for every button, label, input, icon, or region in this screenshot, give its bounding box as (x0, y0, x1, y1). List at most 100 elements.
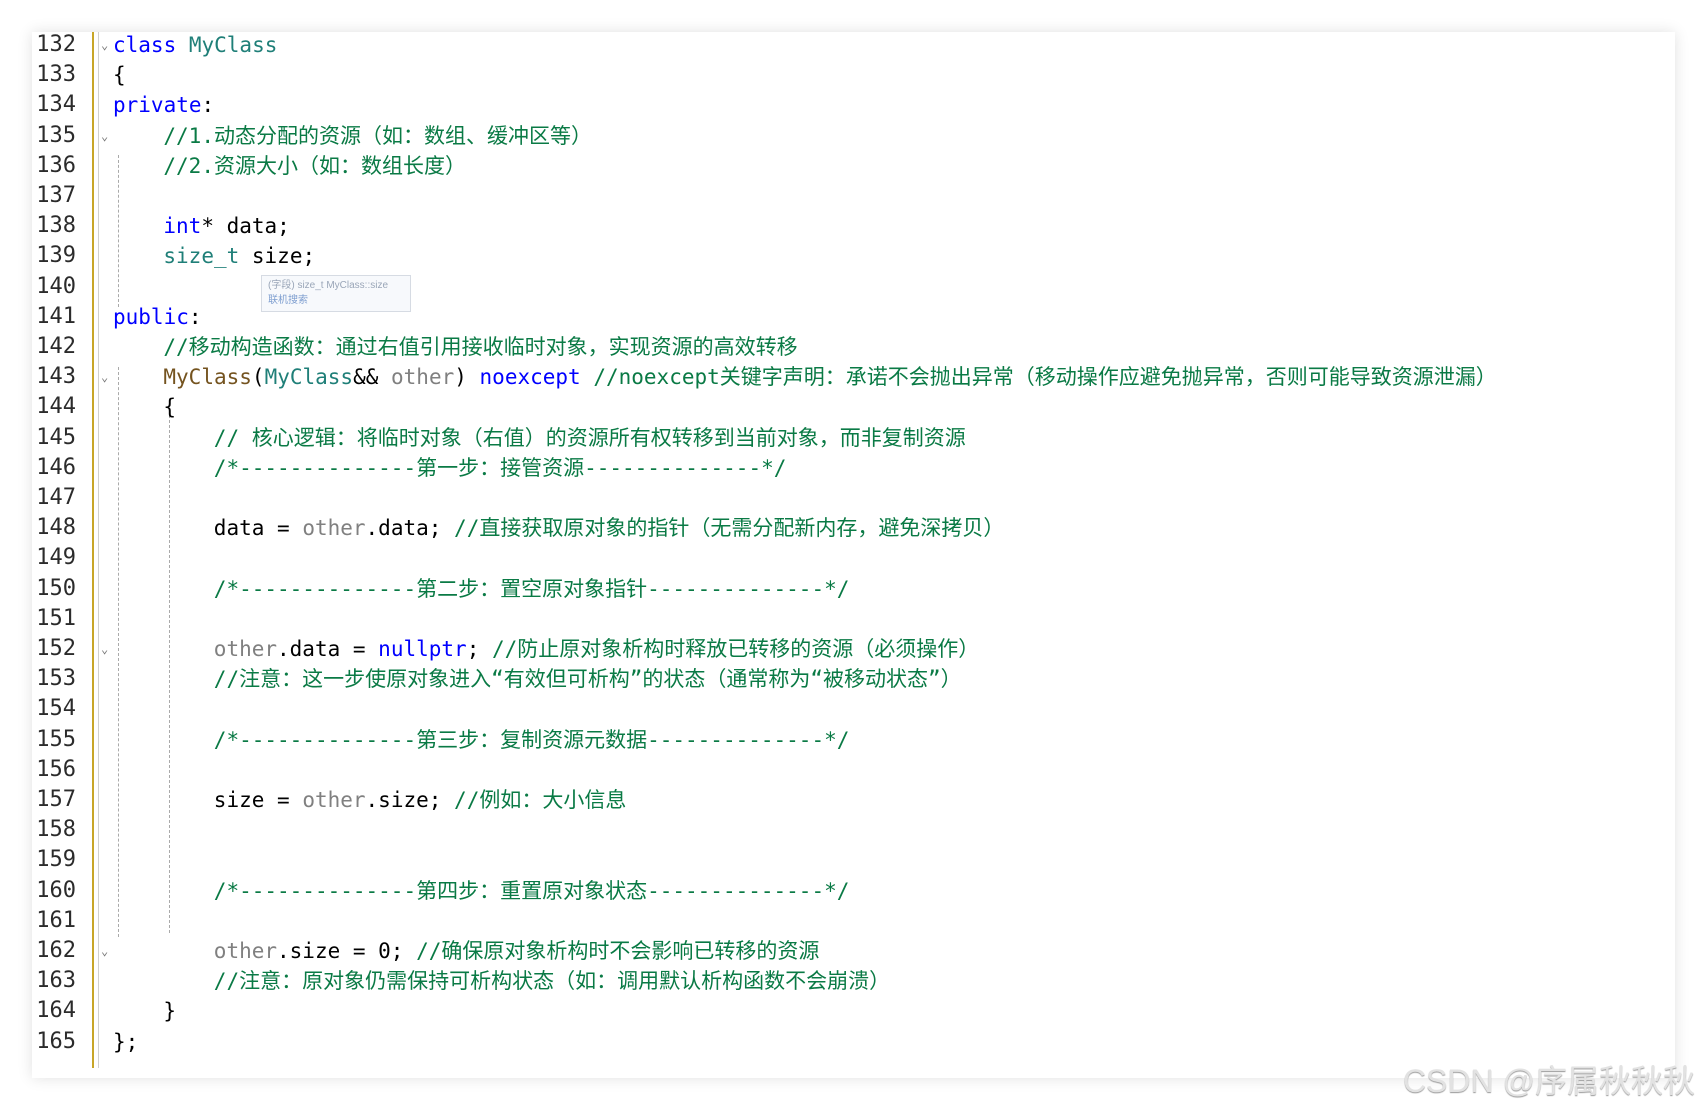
code-line[interactable]: 155/*--------------第三步：复制资源元数据----------… (32, 725, 1672, 755)
token-pm: other (302, 788, 366, 812)
code-line[interactable]: 161 (32, 906, 1672, 936)
code-line[interactable]: 152⌄other.data = nullptr; //防止原对象析构时释放已转… (32, 634, 1672, 664)
code-text: public: (113, 302, 202, 332)
code-text: }; (113, 1027, 138, 1057)
code-line[interactable]: 150 /*--------------第二步：置空原对象指针----------… (32, 574, 1672, 604)
code-text: //注意：原对象仍需保持可析构状态（如：调用默认析构函数不会崩溃） (214, 966, 890, 996)
line-number: 164 (36, 998, 76, 1024)
code-line[interactable]: 136//2.资源大小（如：数组长度） (32, 151, 1672, 181)
code-line[interactable]: 138 int* data; (32, 211, 1672, 241)
token-kw: int (163, 214, 202, 239)
token-tx: ) (454, 365, 480, 390)
code-line[interactable]: 162⌄other.size = 0; //确保原对象析构时不会影响已转移的资源 (32, 936, 1672, 966)
line-number: 155 (36, 726, 76, 752)
token-kw: nullptr (378, 637, 467, 661)
line-number: 162 (36, 938, 76, 963)
code-line[interactable]: 160 /*--------------第四步：重置原对象状态----------… (32, 876, 1672, 906)
token-cm: //注意：原对象仍需保持可析构状态（如：调用默认析构函数不会崩溃） (213, 969, 891, 994)
token-fn: MyClass (163, 365, 252, 390)
code-line[interactable]: 133{ (32, 60, 1672, 90)
line-number: 158 (36, 817, 76, 843)
code-line[interactable]: 144{ (32, 392, 1672, 422)
code-text: { (113, 60, 126, 90)
line-number: 145 (36, 424, 76, 450)
code-line[interactable]: 163//注意：原对象仍需保持可析构状态（如：调用默认析构函数不会崩溃） (32, 966, 1672, 996)
line-number: 142 (36, 334, 76, 359)
code-line[interactable]: 165}; (32, 1027, 1672, 1057)
code-line[interactable]: 135 ⌄ //1.动态分配的资源（如：数组、缓冲区等） (32, 121, 1672, 151)
code-text: /*--------------第四步：重置原对象状态-------------… (214, 876, 850, 906)
token-tx: * data; (201, 214, 290, 239)
token-pm: other (213, 637, 278, 661)
code-line[interactable]: 146 /*--------------第一步：接管资源-------------… (32, 453, 1672, 483)
code-line[interactable]: 132⌄class MyClass (32, 30, 1672, 60)
code-line[interactable]: 164} (32, 996, 1672, 1026)
line-number: 135 (36, 122, 76, 148)
line-number: 143 (36, 364, 76, 390)
code-line[interactable]: 158 (32, 815, 1672, 845)
code-line[interactable]: 149 (32, 543, 1672, 573)
line-number: 153 (36, 666, 76, 692)
token-cm: /*--------------第一步：接管资源--------------*/ (213, 455, 787, 480)
code-text: size_t size; (163, 241, 315, 271)
code-text: /*--------------第一步：接管资源--------------*/ (214, 453, 787, 483)
code-text: } (163, 996, 176, 1026)
token-cm: /*--------------第二步：置空原对象指针-------------… (213, 576, 850, 601)
line-number: 161 (36, 907, 76, 933)
code-line[interactable]: 159 (32, 845, 1672, 875)
line-number: 160 (36, 877, 76, 903)
line-number: 144 (36, 394, 76, 420)
fold-chevron-icon[interactable]: ⌄ (101, 370, 109, 385)
tooltip-signature: (字段) size_t MyClass::size (268, 280, 389, 291)
code-line[interactable]: 153 //注意：这一步使原对象进入“有效但可析构”的状态（通常称为“被移动状态”… (32, 664, 1672, 694)
line-number: 165 (36, 1028, 76, 1054)
token-cm: //注意：这一步使原对象进入“有效但可析构”的状态（通常称为“被移动状态”） (213, 667, 962, 692)
code-text: size = other.size; //例如：大小信息 (214, 785, 627, 815)
code-line[interactable]: 156 (32, 755, 1672, 785)
line-number: 151 (36, 605, 76, 631)
online-search-link[interactable]: 联机搜索 (268, 295, 308, 306)
code-line[interactable]: 142 //移动构造函数：通过右值引用接收临时对象，实现资源的高效转移 (32, 332, 1672, 362)
code-text: // 核心逻辑：将临时对象（右值）的资源所有权转移到当前对象，而非复制资源 (214, 423, 966, 453)
token-tx: ( (251, 365, 265, 390)
token-tx: } (163, 999, 177, 1024)
line-number: 149 (36, 545, 76, 571)
token-cm: //移动构造函数：通过右值引用接收临时对象，实现资源的高效转移 (163, 335, 798, 359)
code-line[interactable]: 140 (32, 272, 1672, 302)
token-tx: .size; (365, 788, 455, 812)
code-text: //移动构造函数：通过右值引用接收临时对象，实现资源的高效转移 (163, 332, 797, 362)
line-number: 137 (36, 183, 76, 208)
token-tx: .size = 0; (277, 939, 417, 963)
line-number: 146 (36, 454, 76, 480)
token-tx: ; (466, 637, 492, 661)
code-line[interactable]: 143 ⌄ MyClass(MyClass&& other) noexcept //… (32, 362, 1672, 392)
token-ty: MyClass (264, 365, 354, 390)
token-tx: { (113, 63, 126, 88)
code-text: MyClass(MyClass&& other) noexcept //noex… (163, 362, 1496, 392)
token-tx: size = (213, 788, 303, 812)
fold-chevron-icon[interactable]: ⌄ (101, 128, 109, 143)
line-number: 138 (36, 213, 76, 239)
fold-chevron-icon[interactable]: ⌄ (101, 38, 109, 52)
code-line[interactable]: 145 // 核心逻辑：将临时对象（右值）的资源所有权转移到当前对象，而非复制资源 (32, 423, 1672, 453)
token-tx: size; (239, 244, 316, 269)
line-number: 150 (36, 575, 76, 601)
code-line[interactable]: 151 (32, 604, 1672, 634)
token-pm: other (391, 365, 455, 390)
code-text: private: (113, 90, 214, 120)
indent-guide (118, 155, 119, 307)
code-line[interactable]: 154 (32, 694, 1672, 724)
token-cm: //1.动态分配的资源（如：数组、缓冲区等） (163, 123, 592, 148)
hover-tooltip: (字段) size_t MyClass::size 联机搜索 (261, 275, 411, 312)
code-line[interactable]: 137 (32, 181, 1672, 211)
fold-chevron-icon[interactable]: ⌄ (101, 642, 109, 656)
token-ty: size_t (163, 244, 240, 269)
fold-chevron-icon[interactable]: ⌄ (101, 944, 109, 958)
line-number: 154 (36, 696, 76, 722)
code-line[interactable]: 147 (32, 483, 1672, 513)
